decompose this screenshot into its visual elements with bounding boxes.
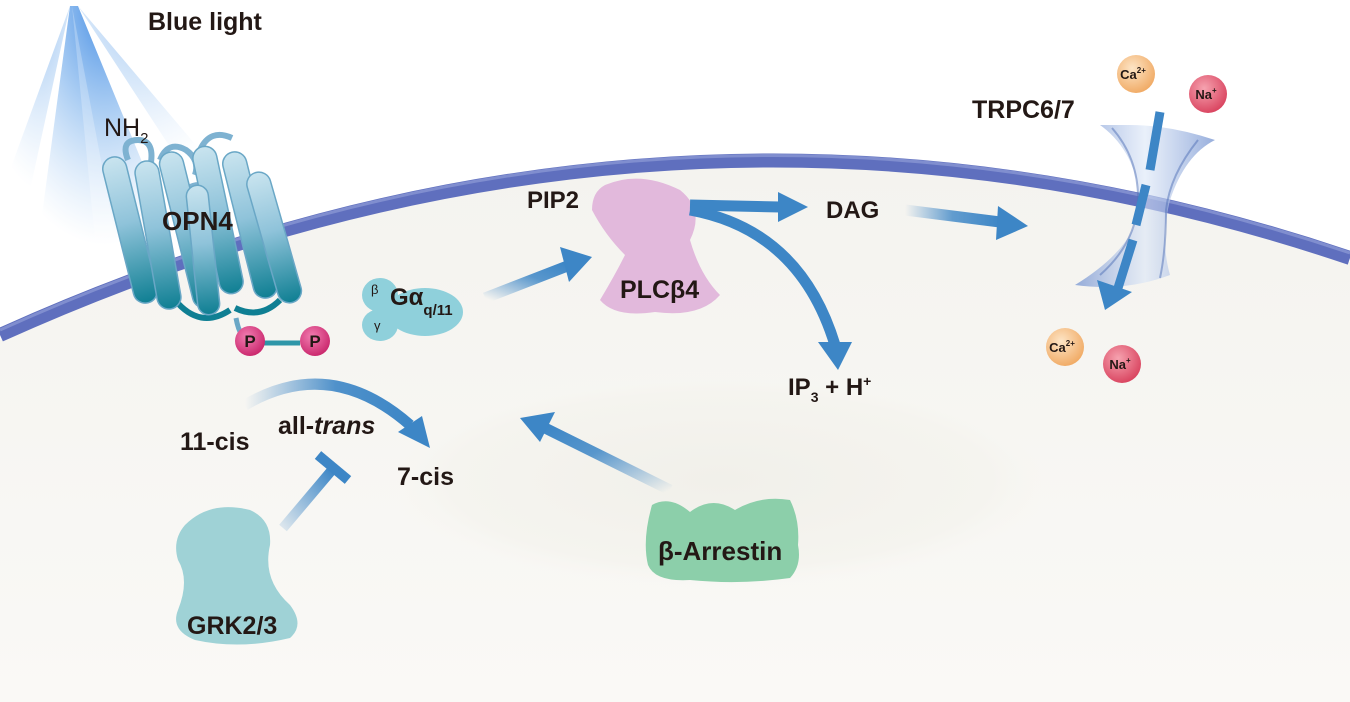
seven-helix-receptor-icon	[102, 132, 303, 346]
opn4-label: OPN4	[162, 206, 233, 236]
phosphate-group: P	[235, 326, 265, 356]
arrestin-label: β-Arrestin	[658, 536, 782, 566]
seven-cis-label: 7-cis	[397, 463, 454, 491]
grk-label: GRK2/3	[187, 612, 277, 640]
calcium-ion-extracellular: Ca2+	[1117, 55, 1155, 93]
inhibition-bar-icon	[279, 451, 352, 532]
g-gamma-label: γ	[374, 318, 381, 333]
ip3-label: IP3 + H+	[788, 373, 871, 405]
plc-to-dag-arrow	[689, 192, 808, 222]
dag-label: DAG	[826, 197, 879, 224]
trpc-label: TRPC6/7	[972, 96, 1075, 124]
arrestin-to-7cis-arrow	[520, 412, 673, 495]
plc-enzyme-shape	[592, 178, 720, 314]
svg-text:P: P	[244, 332, 255, 351]
nh2-label: NH2	[104, 114, 148, 147]
blue-light-label: Blue light	[148, 8, 263, 36]
svg-text:Na+: Na+	[1109, 356, 1131, 372]
arrestin-shape	[645, 498, 799, 583]
g-protein	[362, 278, 463, 341]
sodium-ion-extracellular: Na+	[1189, 75, 1227, 113]
svg-text:Na+: Na+	[1195, 86, 1217, 102]
svg-text:P: P	[309, 332, 320, 351]
grk-enzyme-shape	[176, 507, 298, 645]
isomerization-arrow	[242, 378, 430, 448]
ion-flow-arrow	[1097, 111, 1165, 310]
g-beta-label: β	[371, 282, 378, 297]
sodium-ion-intracellular: Na+	[1103, 345, 1141, 383]
calcium-ion-intracellular: Ca2+	[1046, 328, 1084, 366]
eleven-cis-label: 11-cis	[180, 428, 250, 456]
g-protein-to-plc-arrow	[483, 247, 592, 304]
dag-to-channel-arrow	[904, 204, 1028, 240]
pip2-label: PIP2	[527, 187, 579, 214]
g-alpha-label: Gαq/11	[390, 284, 453, 319]
svg-text:Ca2+: Ca2+	[1120, 66, 1146, 82]
svg-text:Ca2+: Ca2+	[1049, 339, 1075, 355]
all-trans-label: all-trans	[278, 412, 375, 440]
plc-label: PLCβ4	[620, 276, 699, 304]
plc-to-ip3-arrow	[689, 204, 852, 370]
phosphate-group: P	[300, 326, 330, 356]
